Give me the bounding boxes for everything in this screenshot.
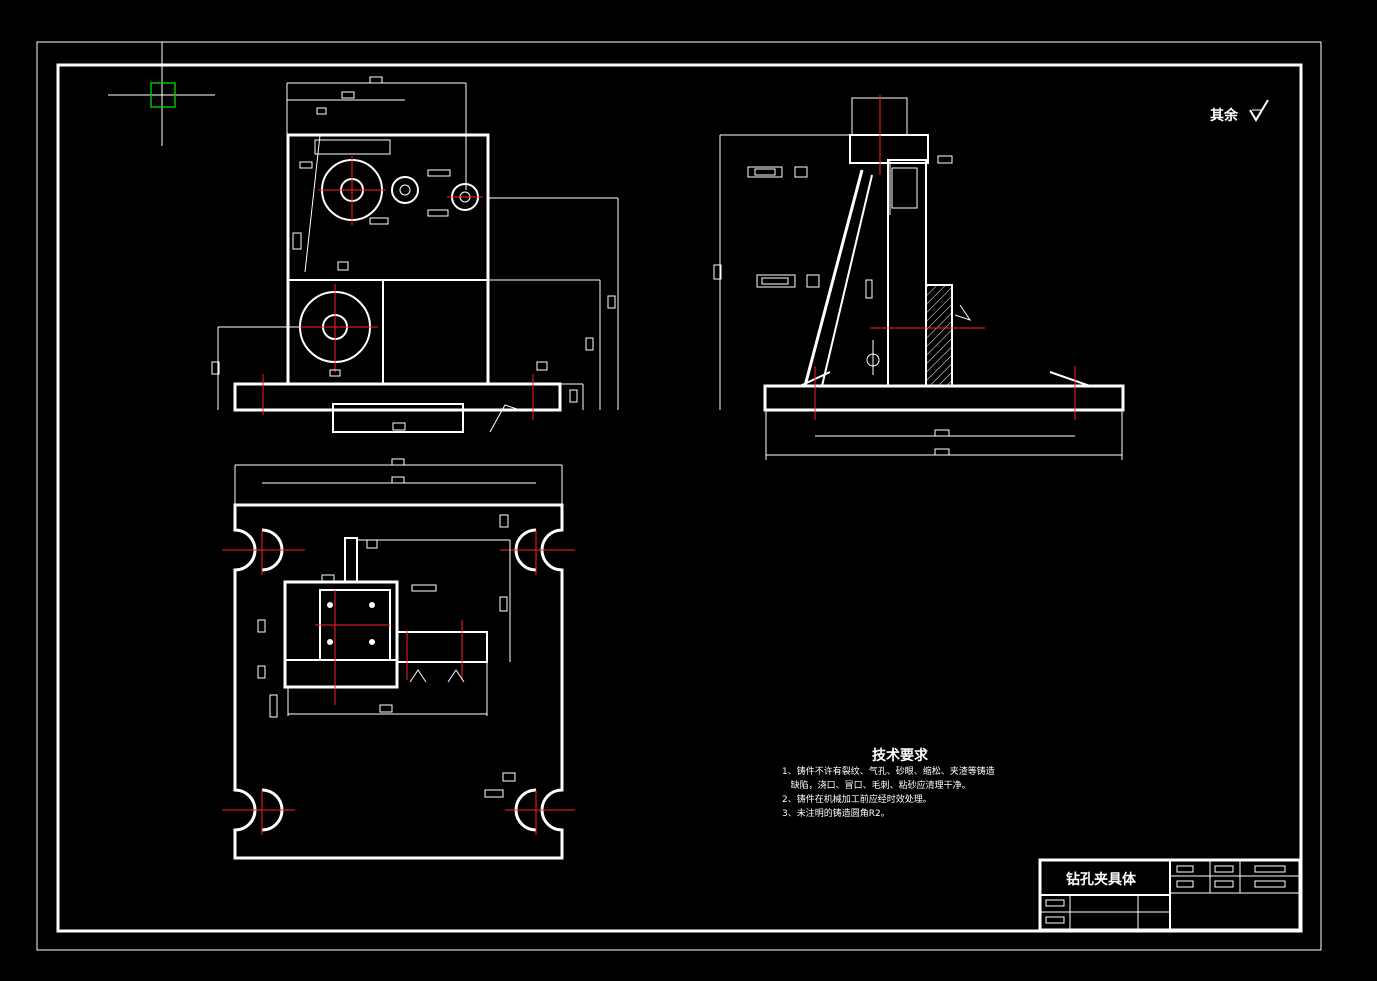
title-block-name: 钻孔夹具体 xyxy=(1066,871,1137,888)
tech-req-line-1: 1、铸件不许有裂纹、气孔、砂眼、缩松、夹渣等铸造 xyxy=(782,765,995,777)
sheet-outer-border xyxy=(36,41,1322,951)
crosshair-cursor-icon xyxy=(108,42,215,146)
title-block: 钻孔夹具体 xyxy=(1038,858,1302,932)
tech-req-line-2: 缺陷，浇口、冒口、毛刺、粘砂应清理干净。 xyxy=(782,779,971,791)
tech-requirements: 技术要求 1、铸件不许有裂纹、气孔、砂眼、缩松、夹渣等铸造 缺陷，浇口、冒口、毛… xyxy=(782,747,995,819)
side-view xyxy=(713,95,1125,460)
sheet-inner-border xyxy=(56,63,1303,933)
front-view xyxy=(211,76,619,433)
tech-req-title: 技术要求 xyxy=(872,747,929,764)
top-view xyxy=(222,458,575,860)
surface-roughness-note: 其余 xyxy=(1210,99,1269,124)
surface-finish-label: 其余 xyxy=(1210,107,1239,124)
roughness-symbol-icon xyxy=(1249,99,1269,122)
tech-req-line-3: 2、铸件在机械加工前应经时效处理。 xyxy=(782,793,932,805)
tech-req-line-4: 3、未注明的铸造圆角R2。 xyxy=(782,807,890,819)
